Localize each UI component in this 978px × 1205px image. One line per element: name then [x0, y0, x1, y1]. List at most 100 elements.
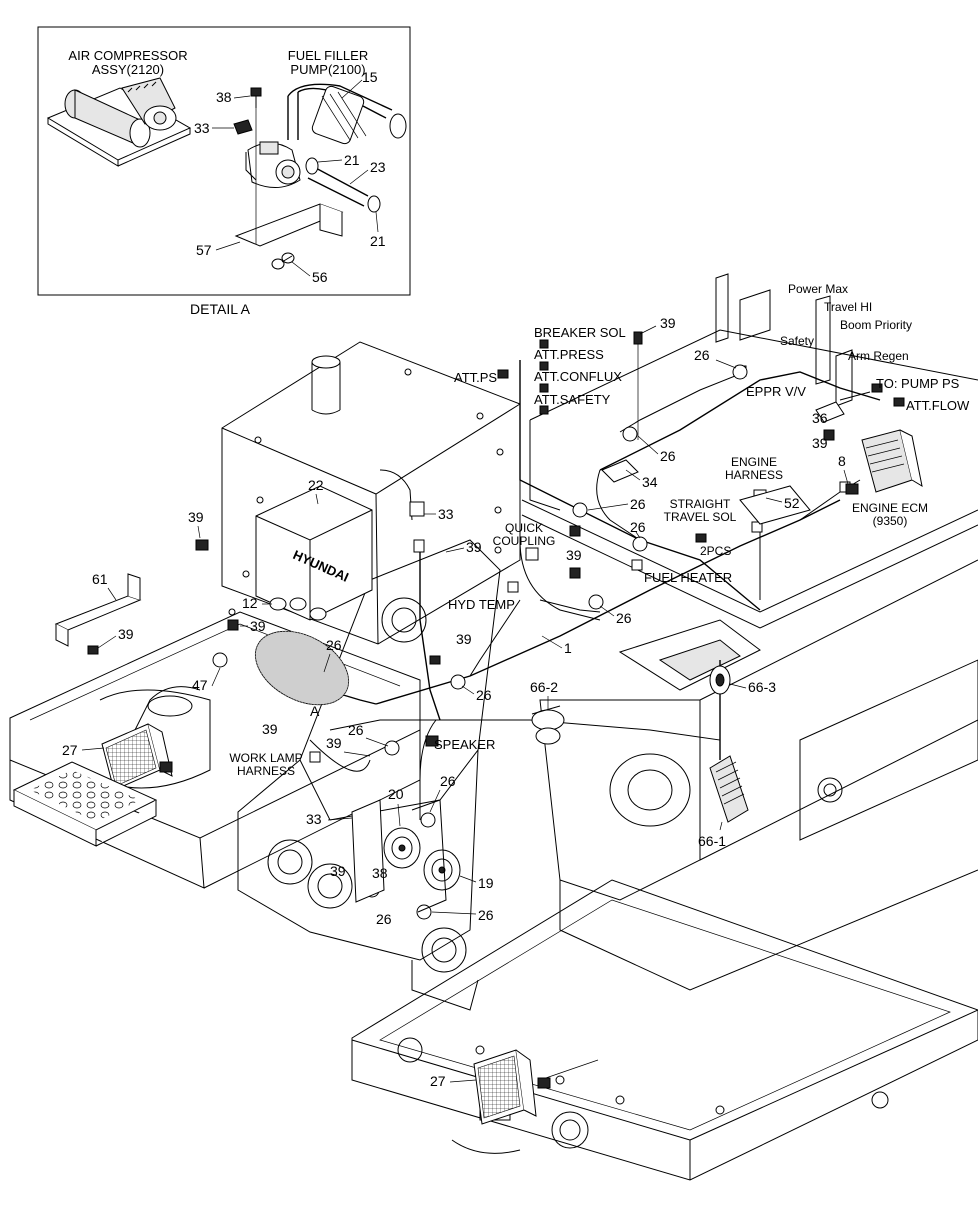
callout-12: 12 [242, 595, 258, 611]
label-hyd-temp: HYD TEMP [448, 597, 515, 612]
callout-15: 15 [362, 69, 378, 85]
label-att-safety: ATT.SAFETY [534, 392, 611, 407]
label-power-max: Power Max [788, 282, 848, 296]
label-work-lamp-1: WORK LAMP [229, 751, 302, 765]
fuel-filler-label-2: PUMP(2100) [290, 62, 365, 77]
upper-frame [9, 273, 978, 1011]
callout-27-bottom: 27 [430, 1073, 446, 1089]
air-compressor-drawing [46, 77, 192, 167]
callout-39-mid: 39 [466, 539, 482, 555]
fuel-filler-pump-drawing [245, 83, 407, 188]
label-engine-ecm-1: ENGINE ECM [852, 501, 928, 515]
callout-8: 8 [838, 453, 846, 469]
detail-a-panel: DETAIL A AIR COMPRESSOR ASSY(2120) [37, 26, 411, 317]
callout-66-1: 66-1 [698, 833, 726, 849]
label-straight-1: STRAIGHT [670, 497, 731, 511]
callout-26-j: 26 [376, 911, 392, 927]
callout-33-horn: 33 [306, 811, 322, 827]
bracket-52 [739, 485, 811, 525]
callout-38-detail: 38 [216, 89, 232, 105]
callout-19: 19 [478, 875, 494, 891]
callout-26-area: 26 [326, 637, 342, 653]
labels: BREAKER SOL ATT.PRESS ATT.PS ATT.CONFLUX… [229, 282, 970, 778]
callout-66-2: 66-2 [530, 679, 558, 695]
label-boom-priority: Boom Priority [840, 318, 912, 332]
callout-27-left: 27 [62, 742, 78, 758]
callout-56: 56 [312, 269, 328, 285]
label-2pcs: 2PCS [700, 544, 731, 558]
detail-a-caption: DETAIL A [190, 301, 251, 317]
label-fuel-heater: FUEL HEATER [644, 570, 732, 585]
clamp-21-upper [305, 157, 319, 175]
label-engine-harness-1: ENGINE [731, 455, 777, 469]
wire-harness-1 [129, 360, 881, 820]
air-compressor-label-1: AIR COMPRESSOR [68, 48, 187, 63]
callout-26-f: 26 [476, 687, 492, 703]
callout-26-i: 26 [440, 773, 456, 789]
callout-61: 61 [92, 571, 108, 587]
engine-ecm-9350 [845, 429, 923, 495]
callout-26-b: 26 [660, 448, 676, 464]
callout-23: 23 [370, 159, 386, 175]
relays-66 [531, 665, 749, 823]
callout-39-lower-left: 39 [262, 721, 278, 737]
callout-26-k: 26 [478, 907, 494, 923]
callout-34: 34 [642, 474, 658, 490]
connectors [195, 331, 905, 763]
callout-39-bracket: 39 [118, 626, 134, 642]
label-straight-2: TRAVEL SOL [664, 510, 737, 524]
callout-26-eppr: 26 [694, 347, 710, 363]
callout-26-d: 26 [630, 519, 646, 535]
callout-39-right: 39 [812, 435, 828, 451]
bolt-38-detail [250, 87, 262, 97]
label-att-press: ATT.PRESS [534, 347, 604, 362]
label-att-flow: ATT.FLOW [906, 398, 970, 413]
horns [351, 799, 461, 913]
callout-21-lower: 21 [370, 233, 386, 249]
callout-22: 22 [308, 477, 324, 493]
label-travel-hi: Travel HI [824, 300, 872, 314]
label-quick-2: COUPLING [493, 534, 556, 548]
label-speaker: SPEAKER [434, 737, 495, 752]
nut-33-detail [233, 119, 253, 135]
fuel-filler-label-1: FUEL FILLER [288, 48, 368, 63]
callout-39-top: 39 [660, 315, 676, 331]
bolts-56 [271, 252, 295, 270]
air-compressor-label-2: ASSY(2120) [92, 62, 164, 77]
callout-26-e: 26 [616, 610, 632, 626]
work-lamp-27-bottom [451, 1049, 599, 1154]
hose-23 [307, 165, 369, 207]
label-att-conflux: ATT.CONFLUX [534, 369, 622, 384]
callout-57: 57 [196, 242, 212, 258]
bracket-61 [54, 573, 142, 655]
work-lamp-27-left [99, 689, 211, 791]
callout-38: 38 [372, 865, 388, 881]
callout-39-area: 39 [250, 618, 266, 634]
callout-47: 47 [192, 677, 208, 693]
callouts: 39 26 36 39 8 26 34 26 26 52 39 26 1 39 … [62, 315, 849, 1089]
callout-26-c: 26 [630, 496, 646, 512]
lower-frame [351, 879, 978, 1181]
callout-39-hyd: 39 [456, 631, 472, 647]
label-arm-regen: Arm Regen [848, 349, 909, 363]
area-a-marker [254, 630, 350, 706]
callout-39-ecu: 39 [188, 509, 204, 525]
callout-52: 52 [784, 495, 800, 511]
label-att-ps: ATT.PS [454, 370, 497, 385]
callout-66-3: 66-3 [748, 679, 776, 695]
callout-33-detail: 33 [194, 120, 210, 136]
label-to-pump-ps: TO: PUMP PS [876, 376, 960, 391]
bracket-36 [815, 401, 845, 423]
callout-36: 36 [812, 410, 828, 426]
callout-1: 1 [564, 640, 572, 656]
label-work-lamp-2: HARNESS [237, 764, 295, 778]
callout-39-horn: 39 [330, 863, 346, 879]
label-engine-harness-2: HARNESS [725, 468, 783, 482]
callout-20: 20 [388, 786, 404, 802]
detail-a-frame [37, 26, 411, 296]
callout-33-main: 33 [438, 506, 454, 522]
label-area-a: A [310, 703, 320, 719]
label-eppr-vv: EPPR V/V [746, 384, 806, 399]
